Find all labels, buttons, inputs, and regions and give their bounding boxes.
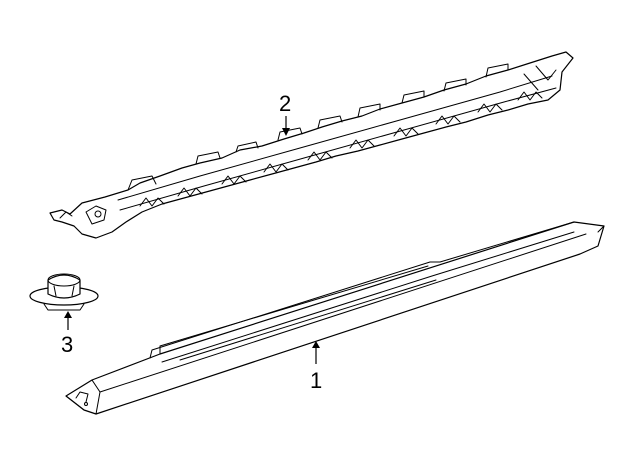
part-2-mounting-bracket[interactable] [49,51,574,239]
part-1-rocker-molding[interactable] [65,221,605,415]
callout-1: 1 [310,368,322,393]
leader-1 [312,341,320,364]
callout-2: 2 [279,91,291,116]
leader-2 [282,116,290,136]
callout-3: 3 [61,332,73,357]
part-3-retainer-clip[interactable] [29,273,99,311]
leader-3 [64,311,72,330]
